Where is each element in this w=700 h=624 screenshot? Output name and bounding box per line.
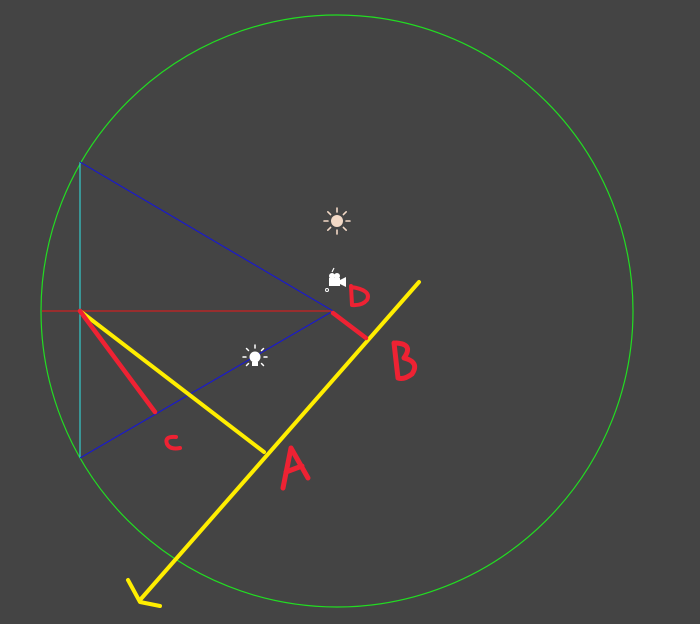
frustum-edge-bottom bbox=[79, 310, 334, 459]
label-d: D bbox=[349, 284, 370, 308]
red-line-c bbox=[77, 308, 158, 415]
perpendicular-line-a bbox=[78, 309, 266, 454]
label-b: B bbox=[391, 340, 418, 381]
sun-light-icon[interactable] bbox=[323, 207, 351, 235]
bounding-circle bbox=[40, 14, 634, 608]
label-c: c bbox=[164, 434, 182, 451]
point-light-icon[interactable] bbox=[242, 344, 268, 367]
label-a: A bbox=[280, 445, 311, 491]
red-line-b bbox=[330, 310, 369, 341]
camera-icon[interactable] bbox=[325, 267, 347, 292]
projection-axis-arrowhead bbox=[126, 578, 162, 608]
frustum-edge-top bbox=[79, 161, 334, 312]
projection-axis-line bbox=[138, 280, 421, 602]
